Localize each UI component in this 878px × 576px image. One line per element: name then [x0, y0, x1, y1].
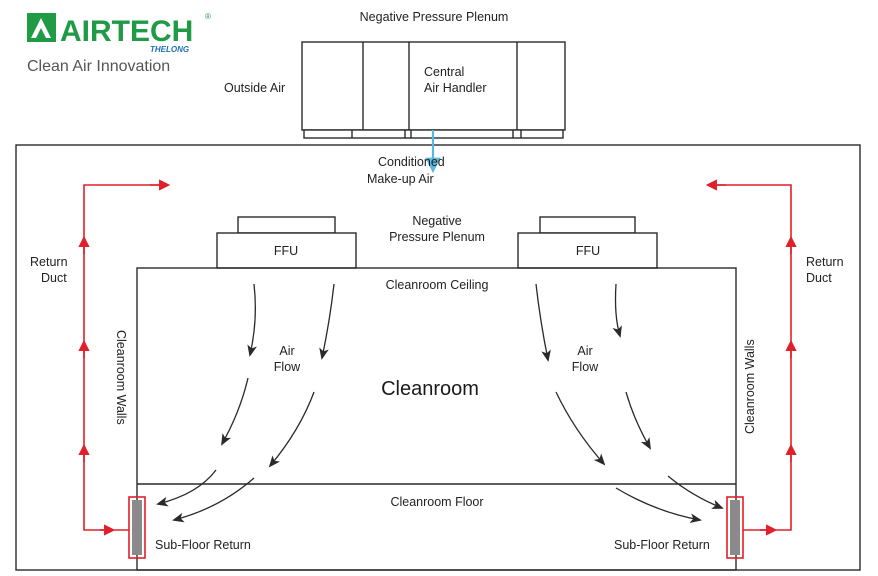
subfloor-right-label: Sub-Floor Return — [614, 538, 710, 552]
return-duct-right-label-1: Return — [806, 255, 844, 269]
central-air-handler-label-2: Air Handler — [424, 81, 487, 95]
logo-brand: AIRTECH — [60, 15, 193, 48]
outside-air-label: Outside Air — [224, 81, 285, 95]
air-flow-left-label-1: Air — [279, 344, 294, 358]
ffu-left-label: FFU — [274, 244, 298, 258]
subfloor-return-right — [726, 496, 744, 559]
cleanroom-label: Cleanroom — [381, 378, 479, 400]
ffu-right-label: FFU — [576, 244, 600, 258]
air-flow-left-label-2: Flow — [274, 360, 301, 374]
airtech-mark-icon — [27, 13, 56, 42]
central-air-handler-label-1: Central — [424, 65, 464, 79]
logo: AIRTECH ® THELONG Clean Air Innovation — [27, 12, 211, 75]
walls-left-label: Cleanroom Walls — [114, 330, 128, 425]
return-duct-left — [78, 179, 171, 536]
floor-label: Cleanroom Floor — [390, 495, 483, 509]
walls-right-label: Cleanroom Walls — [743, 339, 757, 434]
return-duct-right-label-2: Duct — [806, 271, 832, 285]
subfloor-left-label: Sub-Floor Return — [155, 538, 251, 552]
conditioned-label-1: Conditioned — [378, 155, 445, 169]
top-plenum-label: Negative Pressure Plenum — [360, 10, 509, 24]
return-duct-left-label-2: Duct — [41, 271, 67, 285]
logo-tagline: Clean Air Innovation — [27, 58, 170, 75]
logo-registered: ® — [205, 12, 211, 21]
air-flow-right-label-2: Flow — [572, 360, 599, 374]
air-flow-arrows-right — [535, 283, 724, 524]
subfloor-return-left — [128, 496, 146, 559]
conditioned-label-2: Make-up Air — [367, 172, 434, 186]
air-flow-right-label-1: Air — [577, 344, 592, 358]
air-handler-unit — [301, 41, 566, 139]
mid-plenum-label-2: Pressure Plenum — [389, 230, 485, 244]
ceiling-label: Cleanroom Ceiling — [386, 278, 489, 292]
ffu-right — [517, 216, 658, 269]
cleanroom-box — [136, 267, 737, 571]
ffu-left — [216, 216, 357, 269]
mid-plenum-label-1: Negative — [412, 214, 461, 228]
return-duct-right — [705, 179, 797, 536]
air-flow-arrows-left — [156, 283, 335, 523]
logo-sub-brand: THELONG — [150, 45, 189, 54]
return-duct-left-label-1: Return — [30, 255, 68, 269]
